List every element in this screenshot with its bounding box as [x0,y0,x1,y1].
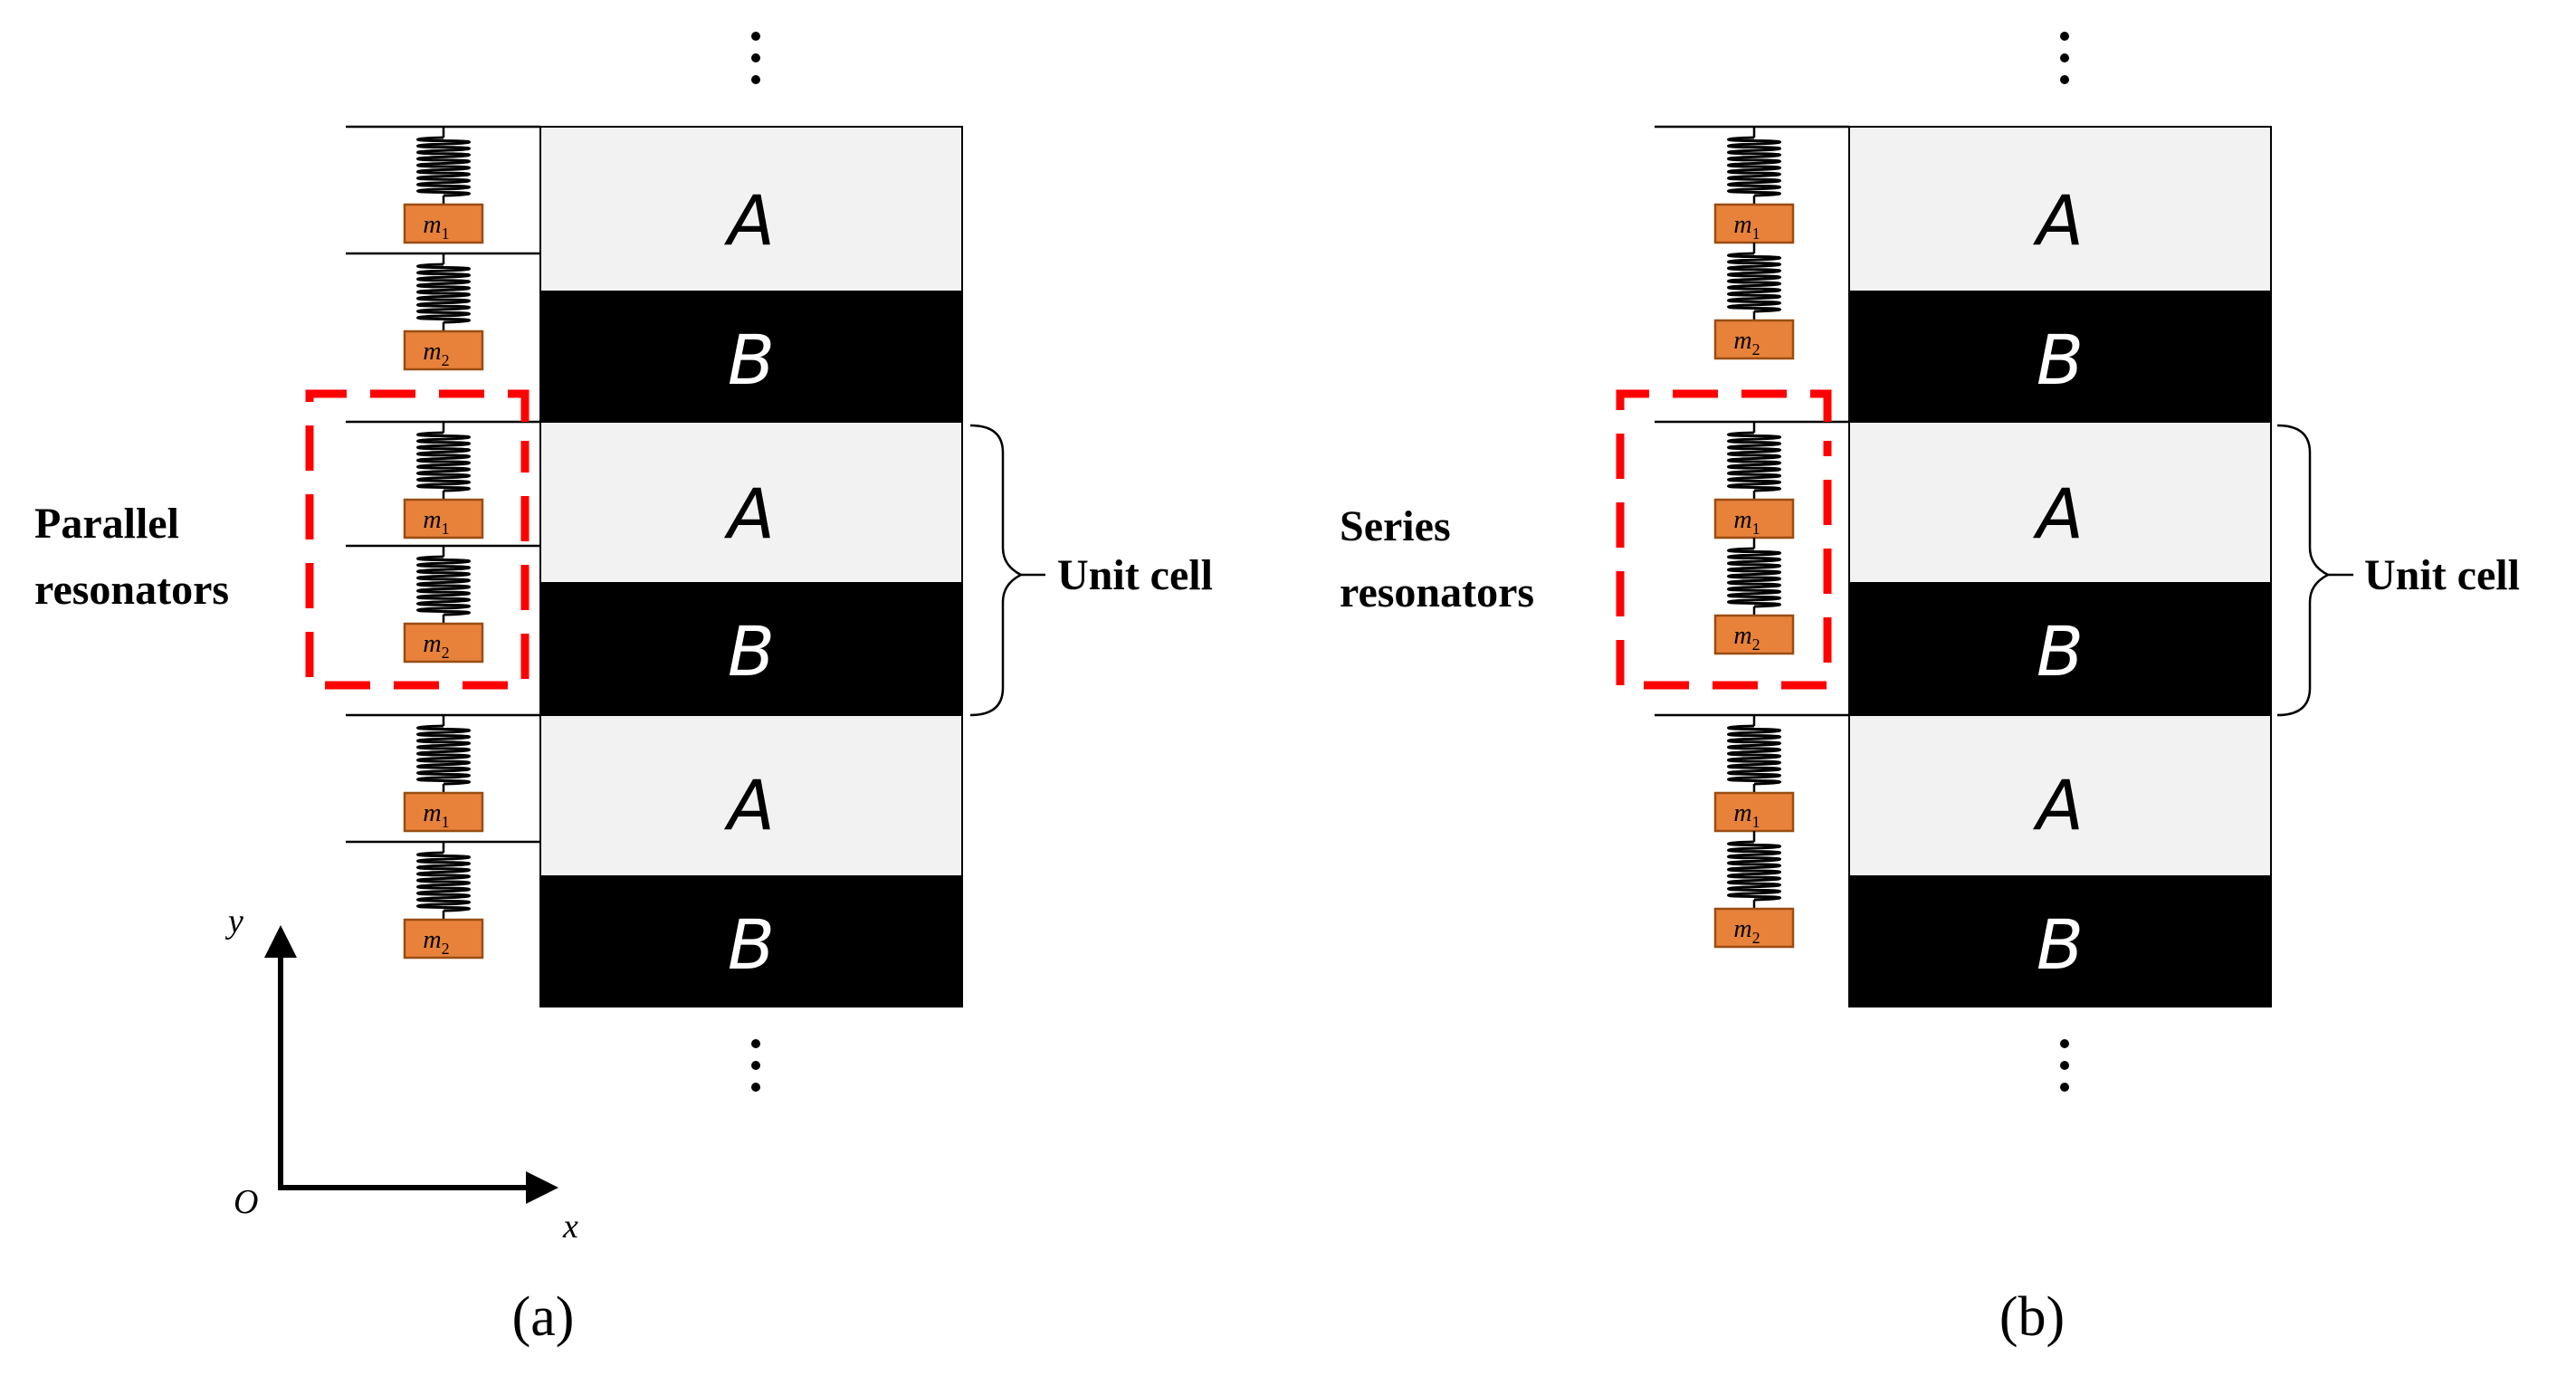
layer-b-3: B [1848,875,2272,1007]
coordinate-axes: y O x [224,902,578,1246]
layer-label: B [2037,611,2084,692]
spring-icon [416,555,471,616]
layer-stack: A B A B A B [539,126,963,1007]
layer-a-2: A [1848,421,2272,584]
spring-mass-resonator: m1 [1713,127,1795,244]
spring-mass-resonator: m1 [403,127,484,244]
spring-icon [1727,252,1781,313]
spring-mass-resonator: m2 [403,253,484,371]
resonator-label-line-1: Series [1340,502,1451,550]
origin-label: O [234,1183,258,1221]
spring-mass-resonator: m2 [403,546,484,664]
spring-mass-resonator: m1 [1713,715,1795,833]
layer-label: A [723,473,775,554]
mass-block [403,622,484,664]
spring-mass-resonator: m2 [1713,243,1795,360]
layer-a-2: A [539,421,963,584]
spring-icon [416,136,471,197]
spring-icon [1727,136,1781,197]
layer-label: B [728,904,775,985]
layer-label: A [2032,180,2084,261]
unit-cell-label: Unit cell [1057,551,1213,599]
layer-a-1: A [539,126,963,292]
resonator-label-line-1: Parallel [34,500,179,548]
layer-b-3: B [539,875,963,1007]
mass-block [403,203,484,244]
y-axis-label: y [224,902,243,941]
continuation-dots-top [751,32,760,84]
resonator-label-line-2: resonators [1340,568,1534,616]
panel-caption: (b) [1999,1286,2065,1348]
layer-label: A [723,180,775,261]
mass-block [403,791,484,833]
spring-icon [416,724,471,786]
layer-label: A [723,765,775,845]
mass-block [403,329,484,371]
unit-cell-brace [969,424,1024,717]
spring-mass-resonator: m1 [403,422,484,539]
spring-mass-resonator: m2 [403,842,484,960]
spring-icon [416,431,471,492]
layer-label: A [2032,473,2084,554]
unit-cell-label: Unit cell [2364,551,2520,599]
resonator-label-line-2: resonators [34,566,229,614]
spring-icon [1727,840,1781,902]
spring-mass-resonator: m1 [403,715,484,833]
panel-a: A B A B A B [34,32,1213,1348]
mass-block [403,918,484,960]
layer-a-3: A [1848,714,2272,877]
layer-b-2: B [539,582,963,716]
spring-icon [416,851,471,912]
continuation-dots-bottom [751,1039,760,1092]
panel-caption: (a) [512,1286,575,1348]
layer-stack: A B A B A B [1848,126,2272,1007]
resonator-highlight-box [305,389,530,690]
layer-label: B [728,320,775,400]
spring-icon [1727,724,1781,786]
spring-icon [1727,431,1781,492]
mass-block [1713,319,1795,360]
layer-label: B [2037,904,2084,985]
layer-label: A [2032,765,2084,845]
attachment-lines [1655,125,1849,717]
spring-mass-resonator: m1 [1713,422,1795,539]
spring-mass-resonator: m2 [1713,831,1795,949]
x-axis-arrowhead [526,1171,558,1204]
layer-b-1: B [1848,291,2272,423]
mass-block [1713,907,1795,949]
layer-b-1: B [539,291,963,423]
continuation-dots-bottom [2060,1039,2069,1092]
spring-icon [416,263,471,324]
unit-cell-brace [2276,424,2331,717]
layer-label: B [2037,320,2084,400]
mass-block [1713,614,1795,655]
mass-block [403,498,484,539]
panel-b: A B A B A B [1340,32,2520,1348]
continuation-dots-top [2060,32,2069,84]
resonator-highlight-box [1616,389,1832,690]
spring-mass-resonator: m2 [1713,538,1795,655]
x-axis-label: x [562,1208,578,1246]
layer-b-2: B [1848,582,2272,716]
y-axis-arrowhead [264,925,297,958]
layer-a-3: A [539,714,963,877]
spring-icon [1727,547,1781,608]
layer-label: B [728,611,775,692]
layer-a-1: A [1848,126,2272,292]
